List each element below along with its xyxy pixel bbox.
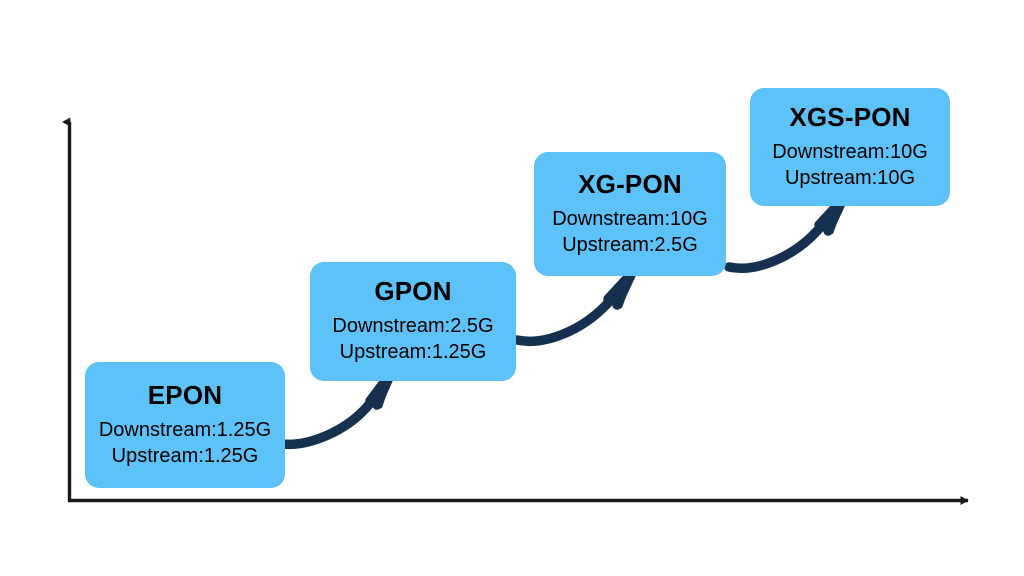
node-gpon-upstream: Upstream:1.25G	[339, 341, 487, 364]
node-xgs-pon[interactable]: XGS-PON Downstream:10G Upstream:10G	[750, 88, 950, 206]
node-xgs-pon-upstream: Upstream:10G	[784, 166, 916, 189]
connector-xgpon-to-xgspon	[724, 194, 848, 273]
node-gpon[interactable]: GPON Downstream:2.5G Upstream:1.25G	[310, 262, 516, 381]
node-epon[interactable]: EPON Downstream:1.25G Upstream:1.25G	[85, 362, 285, 488]
node-epon-title: EPON	[147, 379, 223, 410]
node-xg-pon-title: XG-PON	[578, 168, 682, 199]
node-xgs-pon-title: XGS-PON	[789, 101, 911, 132]
node-xg-pon[interactable]: XG-PON Downstream:10G Upstream:2.5G	[534, 152, 726, 276]
node-xgs-pon-downstream: Downstream:10G	[772, 140, 928, 163]
node-xg-pon-downstream: Downstream:10G	[552, 207, 708, 230]
connector-gpon-to-xgpon	[512, 268, 637, 346]
node-gpon-title: GPON	[374, 276, 452, 307]
node-gpon-downstream: Downstream:2.5G	[332, 315, 494, 338]
node-epon-upstream: Upstream:1.25G	[111, 444, 259, 467]
connector-epon-to-gpon	[276, 368, 396, 450]
node-xg-pon-upstream: Upstream:2.5G	[562, 233, 698, 256]
node-epon-downstream: Downstream:1.25G	[98, 418, 272, 441]
